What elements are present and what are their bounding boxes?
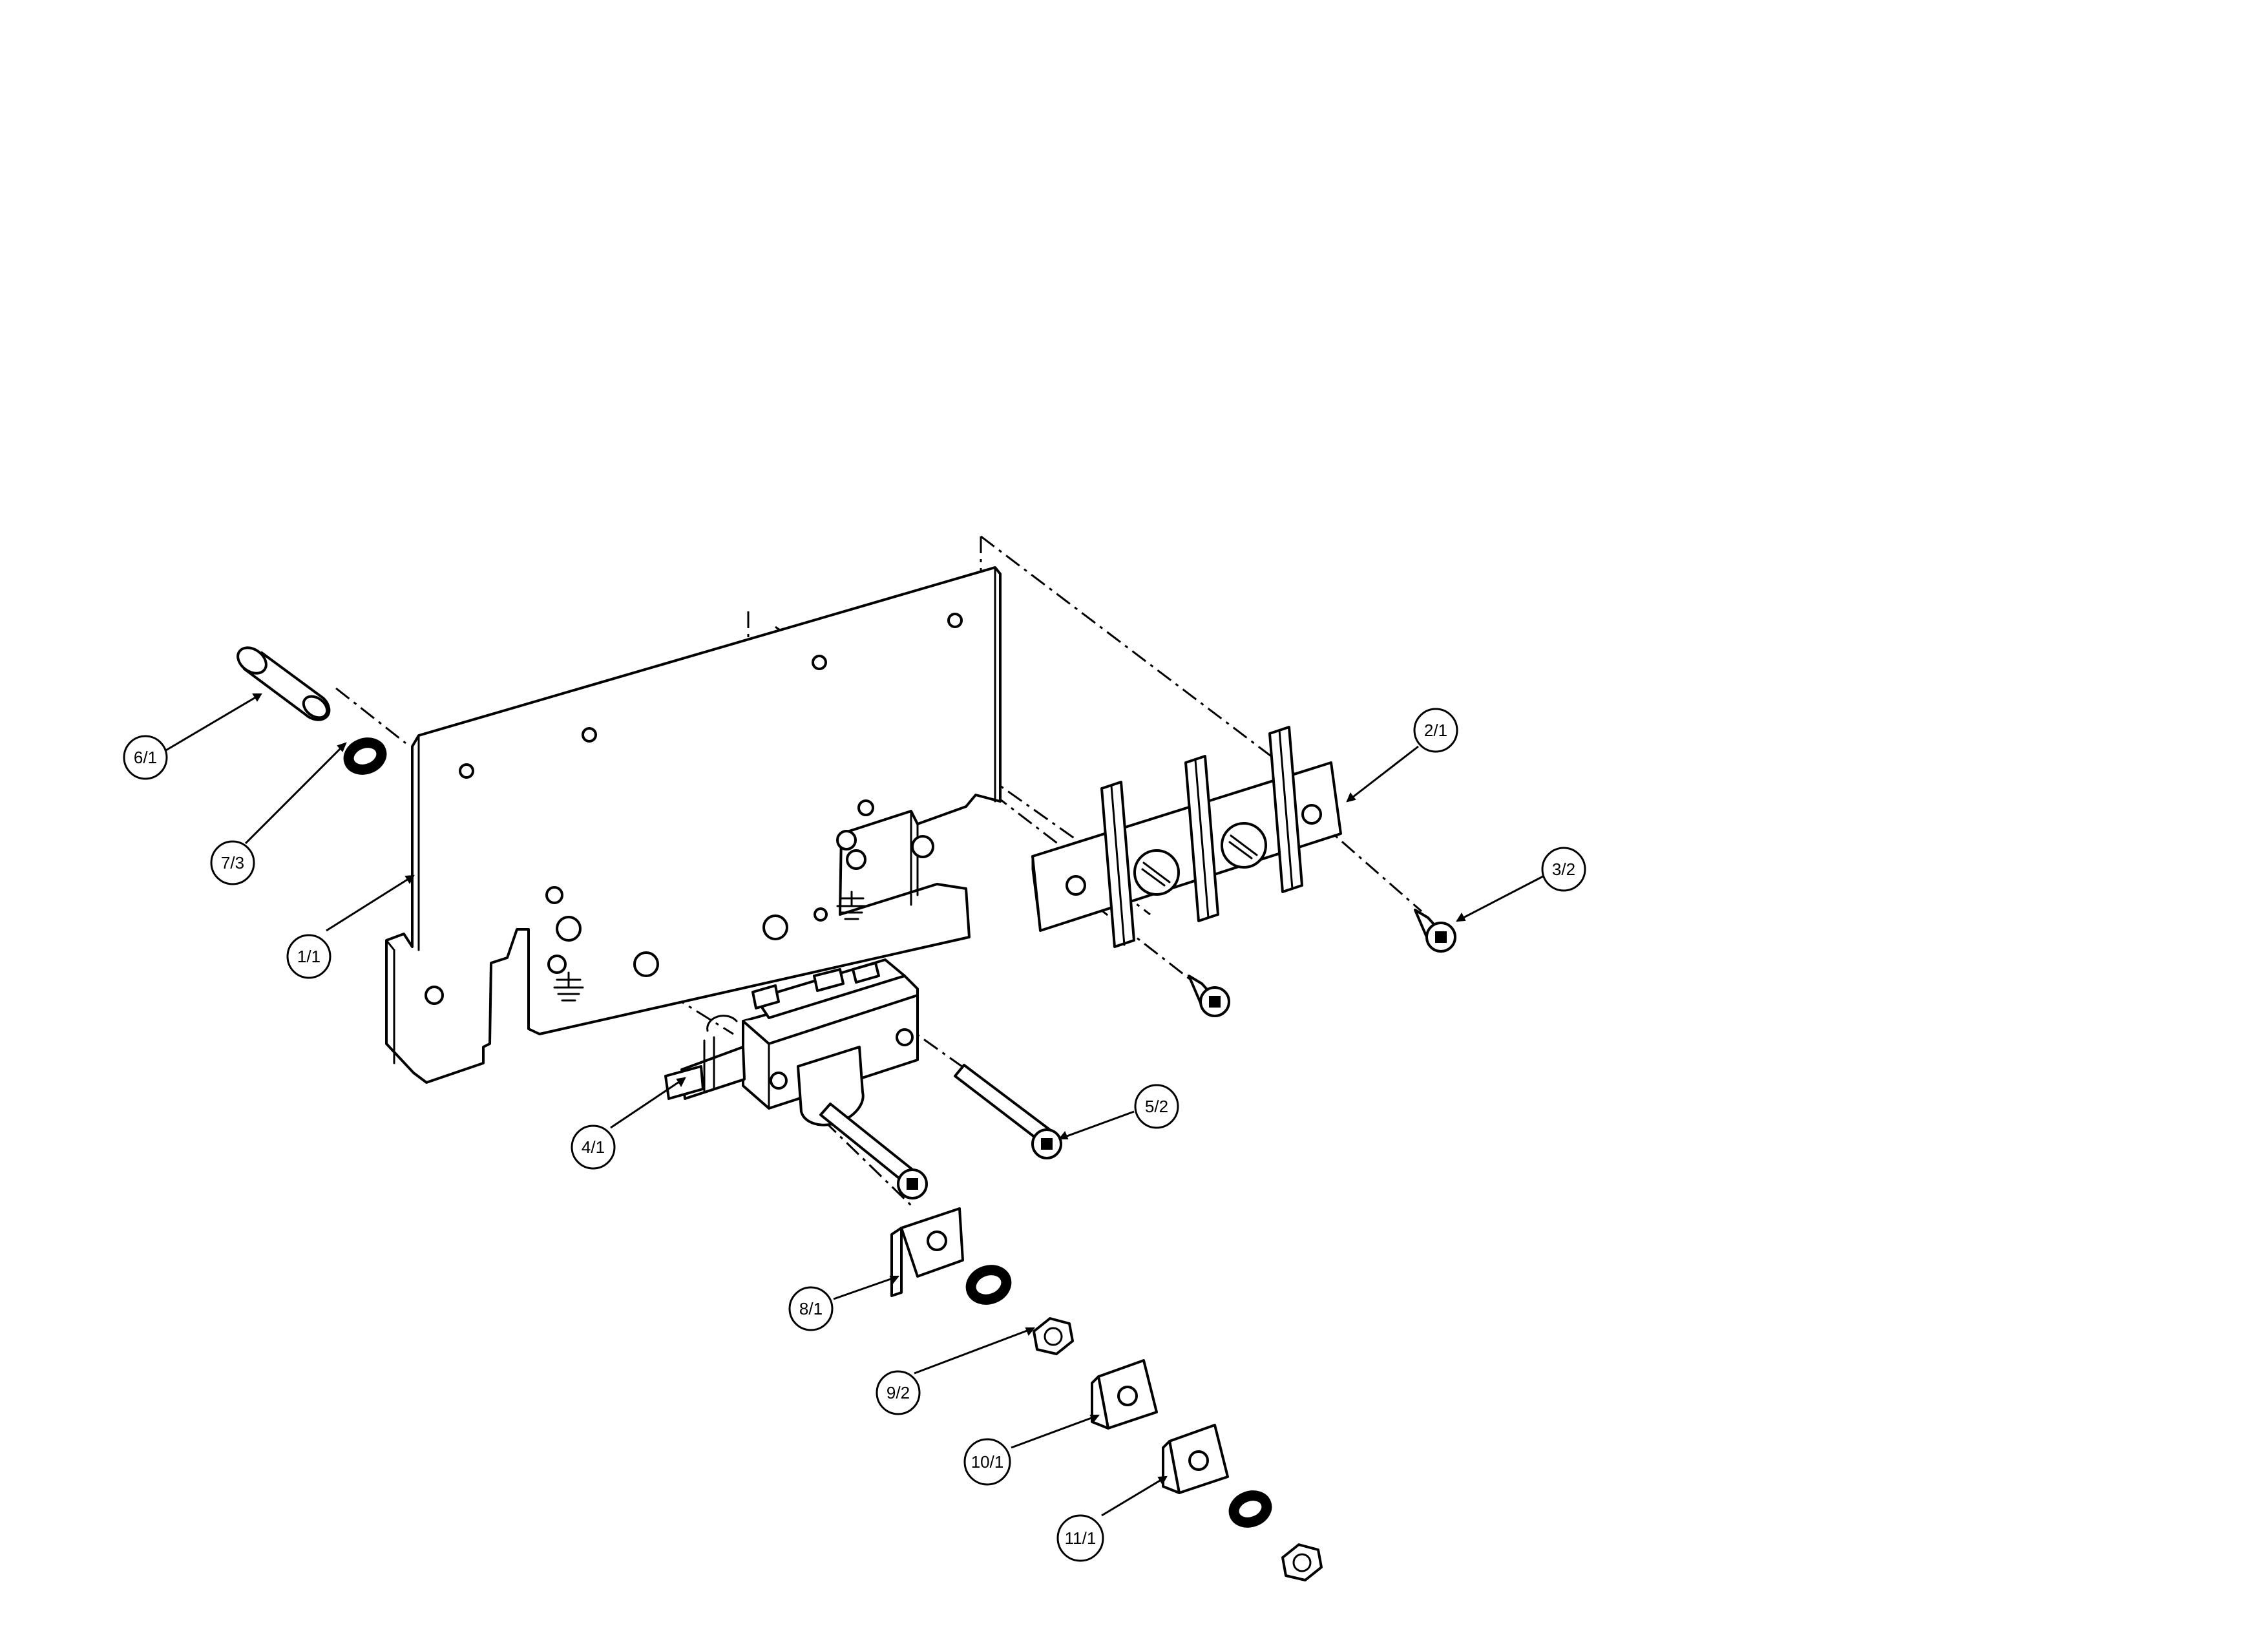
bracket-part-8	[890, 1207, 964, 1297]
clamp-part-11	[1162, 1424, 1229, 1494]
callout-label: 11/1	[1065, 1528, 1097, 1548]
washer-part-11	[1228, 1490, 1272, 1528]
callout-leaders	[164, 693, 1545, 1517]
terminal-block	[1031, 726, 1342, 948]
callout-5-2: 5/2	[1134, 1084, 1179, 1129]
callout-1-1: 1/1	[286, 934, 331, 979]
callout-label: 1/1	[297, 947, 320, 966]
ground-symbol-right	[836, 891, 867, 920]
long-screw-upper	[954, 1064, 1062, 1159]
switch-body	[664, 958, 919, 1126]
callout-11-1: 11/1	[1056, 1514, 1104, 1562]
nut-part-11	[1281, 1543, 1323, 1581]
nut-part-9	[1033, 1317, 1074, 1355]
callout-label: 10/1	[971, 1452, 1004, 1472]
callout-10-1: 10/1	[963, 1438, 1011, 1486]
washer-part-9a	[965, 1265, 1012, 1305]
callout-label: 5/2	[1145, 1097, 1168, 1116]
callout-label: 2/1	[1424, 721, 1447, 740]
callout-label: 3/2	[1552, 860, 1575, 879]
callout-label: 6/1	[134, 748, 157, 767]
callout-label: 7/3	[221, 853, 244, 872]
ground-symbol-left	[553, 971, 584, 1002]
screw-part-3-right	[1414, 909, 1456, 953]
clamp-part-10	[1091, 1359, 1158, 1430]
callout-label: 8/1	[799, 1299, 823, 1318]
callout-label: 9/2	[887, 1383, 910, 1402]
long-screw-lower	[819, 1103, 928, 1199]
callout-7-3: 7/3	[210, 840, 255, 885]
screw-part-3-left	[1188, 975, 1230, 1017]
mounting-plate	[385, 566, 1002, 1084]
pin-part	[236, 646, 331, 721]
callout-label: 4/1	[582, 1137, 605, 1157]
washer-part-7	[343, 737, 387, 775]
callout-8-1: 8/1	[788, 1286, 834, 1331]
callout-9-2: 9/2	[876, 1370, 921, 1415]
callout-6-1: 6/1	[123, 735, 168, 780]
callout-4-1: 4/1	[571, 1125, 616, 1170]
callout-2-1: 2/1	[1413, 708, 1458, 753]
callout-3-2: 3/2	[1541, 847, 1586, 892]
